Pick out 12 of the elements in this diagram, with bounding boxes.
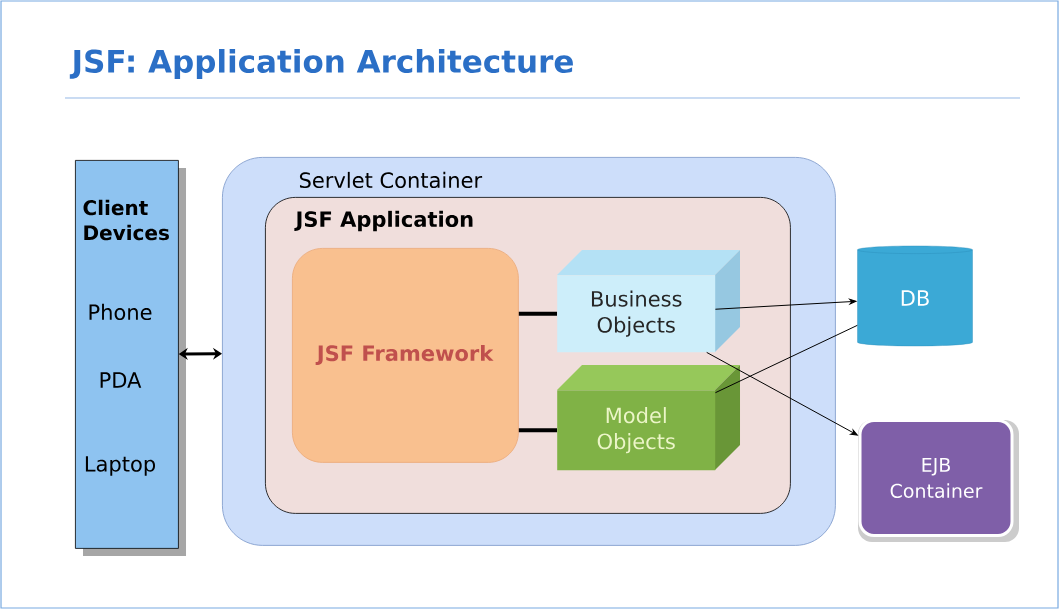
- container-box: EJB Container: [858, 419, 1019, 542]
- connector: [518, 311, 557, 316]
- cuboid-box: Model Objects: [557, 365, 740, 471]
- connector: [518, 428, 557, 433]
- connector: [706, 351, 858, 436]
- title: JSF: Application Architecture: [69, 49, 573, 79]
- database-cylinder: DB: [857, 245, 973, 347]
- framework-box: JSF Framework: [292, 248, 519, 463]
- cuboid-box: Business Objects: [557, 250, 740, 353]
- connector: [714, 324, 858, 394]
- connector: [714, 298, 857, 310]
- device-panel: Client Devices Phone PDA Laptop: [75, 160, 186, 556]
